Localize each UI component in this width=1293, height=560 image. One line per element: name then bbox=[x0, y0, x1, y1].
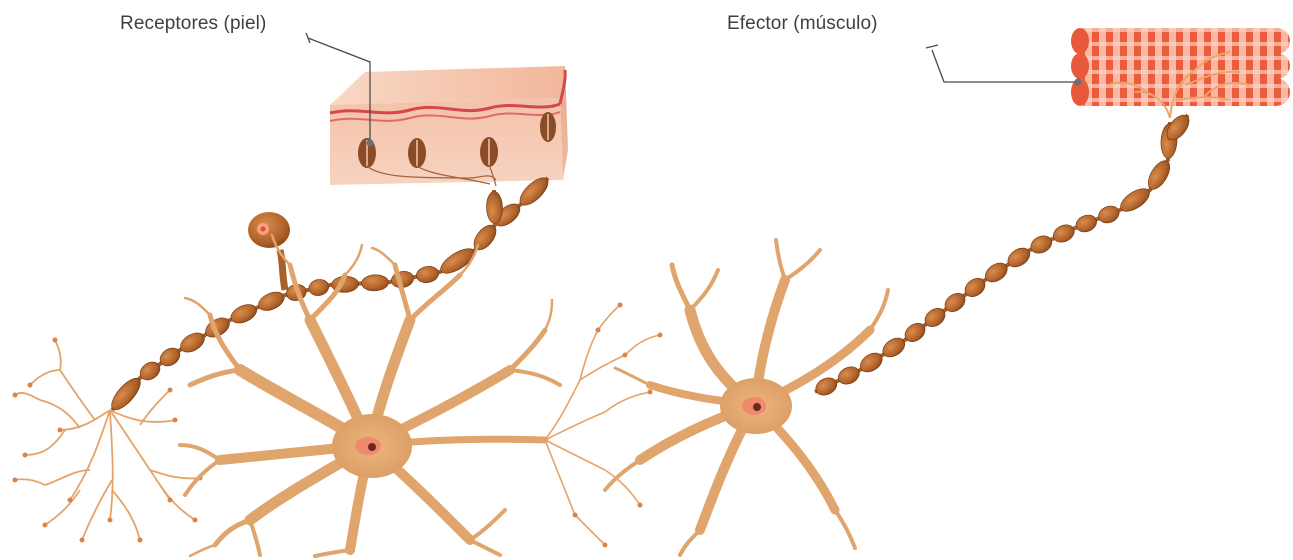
sensory-axon-myelin-segment-9 bbox=[307, 278, 330, 298]
skin-receptor-2 bbox=[408, 138, 426, 168]
effector-leader-line bbox=[926, 45, 1082, 86]
motor-axon bbox=[813, 111, 1193, 398]
skin-block bbox=[330, 66, 568, 186]
sensory-axon-myelin-segment-13 bbox=[415, 264, 440, 284]
motor-axon-myelin-segment-4 bbox=[879, 334, 908, 361]
motor-axon-myelin-segment-16 bbox=[1144, 157, 1174, 193]
sensory-axon-myelin-segment-6 bbox=[228, 301, 259, 327]
interneuron-terminal-dots bbox=[573, 303, 663, 548]
sensory-axon-branch-myelin-segment-1 bbox=[486, 191, 503, 223]
motor-neuron bbox=[605, 240, 888, 555]
skin-receptor-4 bbox=[540, 112, 556, 142]
muscle-fibers bbox=[1071, 28, 1290, 118]
motor-axon-myelin-segment-10 bbox=[1004, 244, 1033, 271]
skin-receptor-3 bbox=[480, 137, 498, 167]
motor-axon-myelin-segment-3 bbox=[857, 349, 886, 376]
interneuron-axon-terminals bbox=[545, 305, 660, 545]
motor-axon-myelin-segment-11 bbox=[1028, 232, 1055, 256]
sensory-axon bbox=[107, 173, 552, 414]
sensory-terminal-dots bbox=[13, 338, 203, 543]
motor-axon-myelin-segment-15 bbox=[1117, 184, 1153, 216]
sensory-axon-myelin-segment-7 bbox=[256, 288, 287, 314]
sensory-axon-myelin-segment-1 bbox=[107, 374, 145, 414]
motor-axon-myelin-segment-13 bbox=[1073, 212, 1099, 235]
sensory-axon-myelin-segment-11 bbox=[361, 274, 389, 291]
sensory-axon-myelin-segment-4 bbox=[177, 329, 208, 356]
motor-axon-myelin-segment-9 bbox=[982, 259, 1011, 286]
sensory-axon-terminals bbox=[15, 340, 200, 540]
motor-axon-myelin-segment-14 bbox=[1096, 203, 1122, 226]
sensory-cell-body bbox=[248, 212, 290, 290]
motor-axon-myelin-segment-12 bbox=[1050, 221, 1077, 245]
motor-axon-myelin-segment-2 bbox=[835, 363, 862, 387]
motor-axon-myelin-segment-1 bbox=[813, 374, 840, 398]
